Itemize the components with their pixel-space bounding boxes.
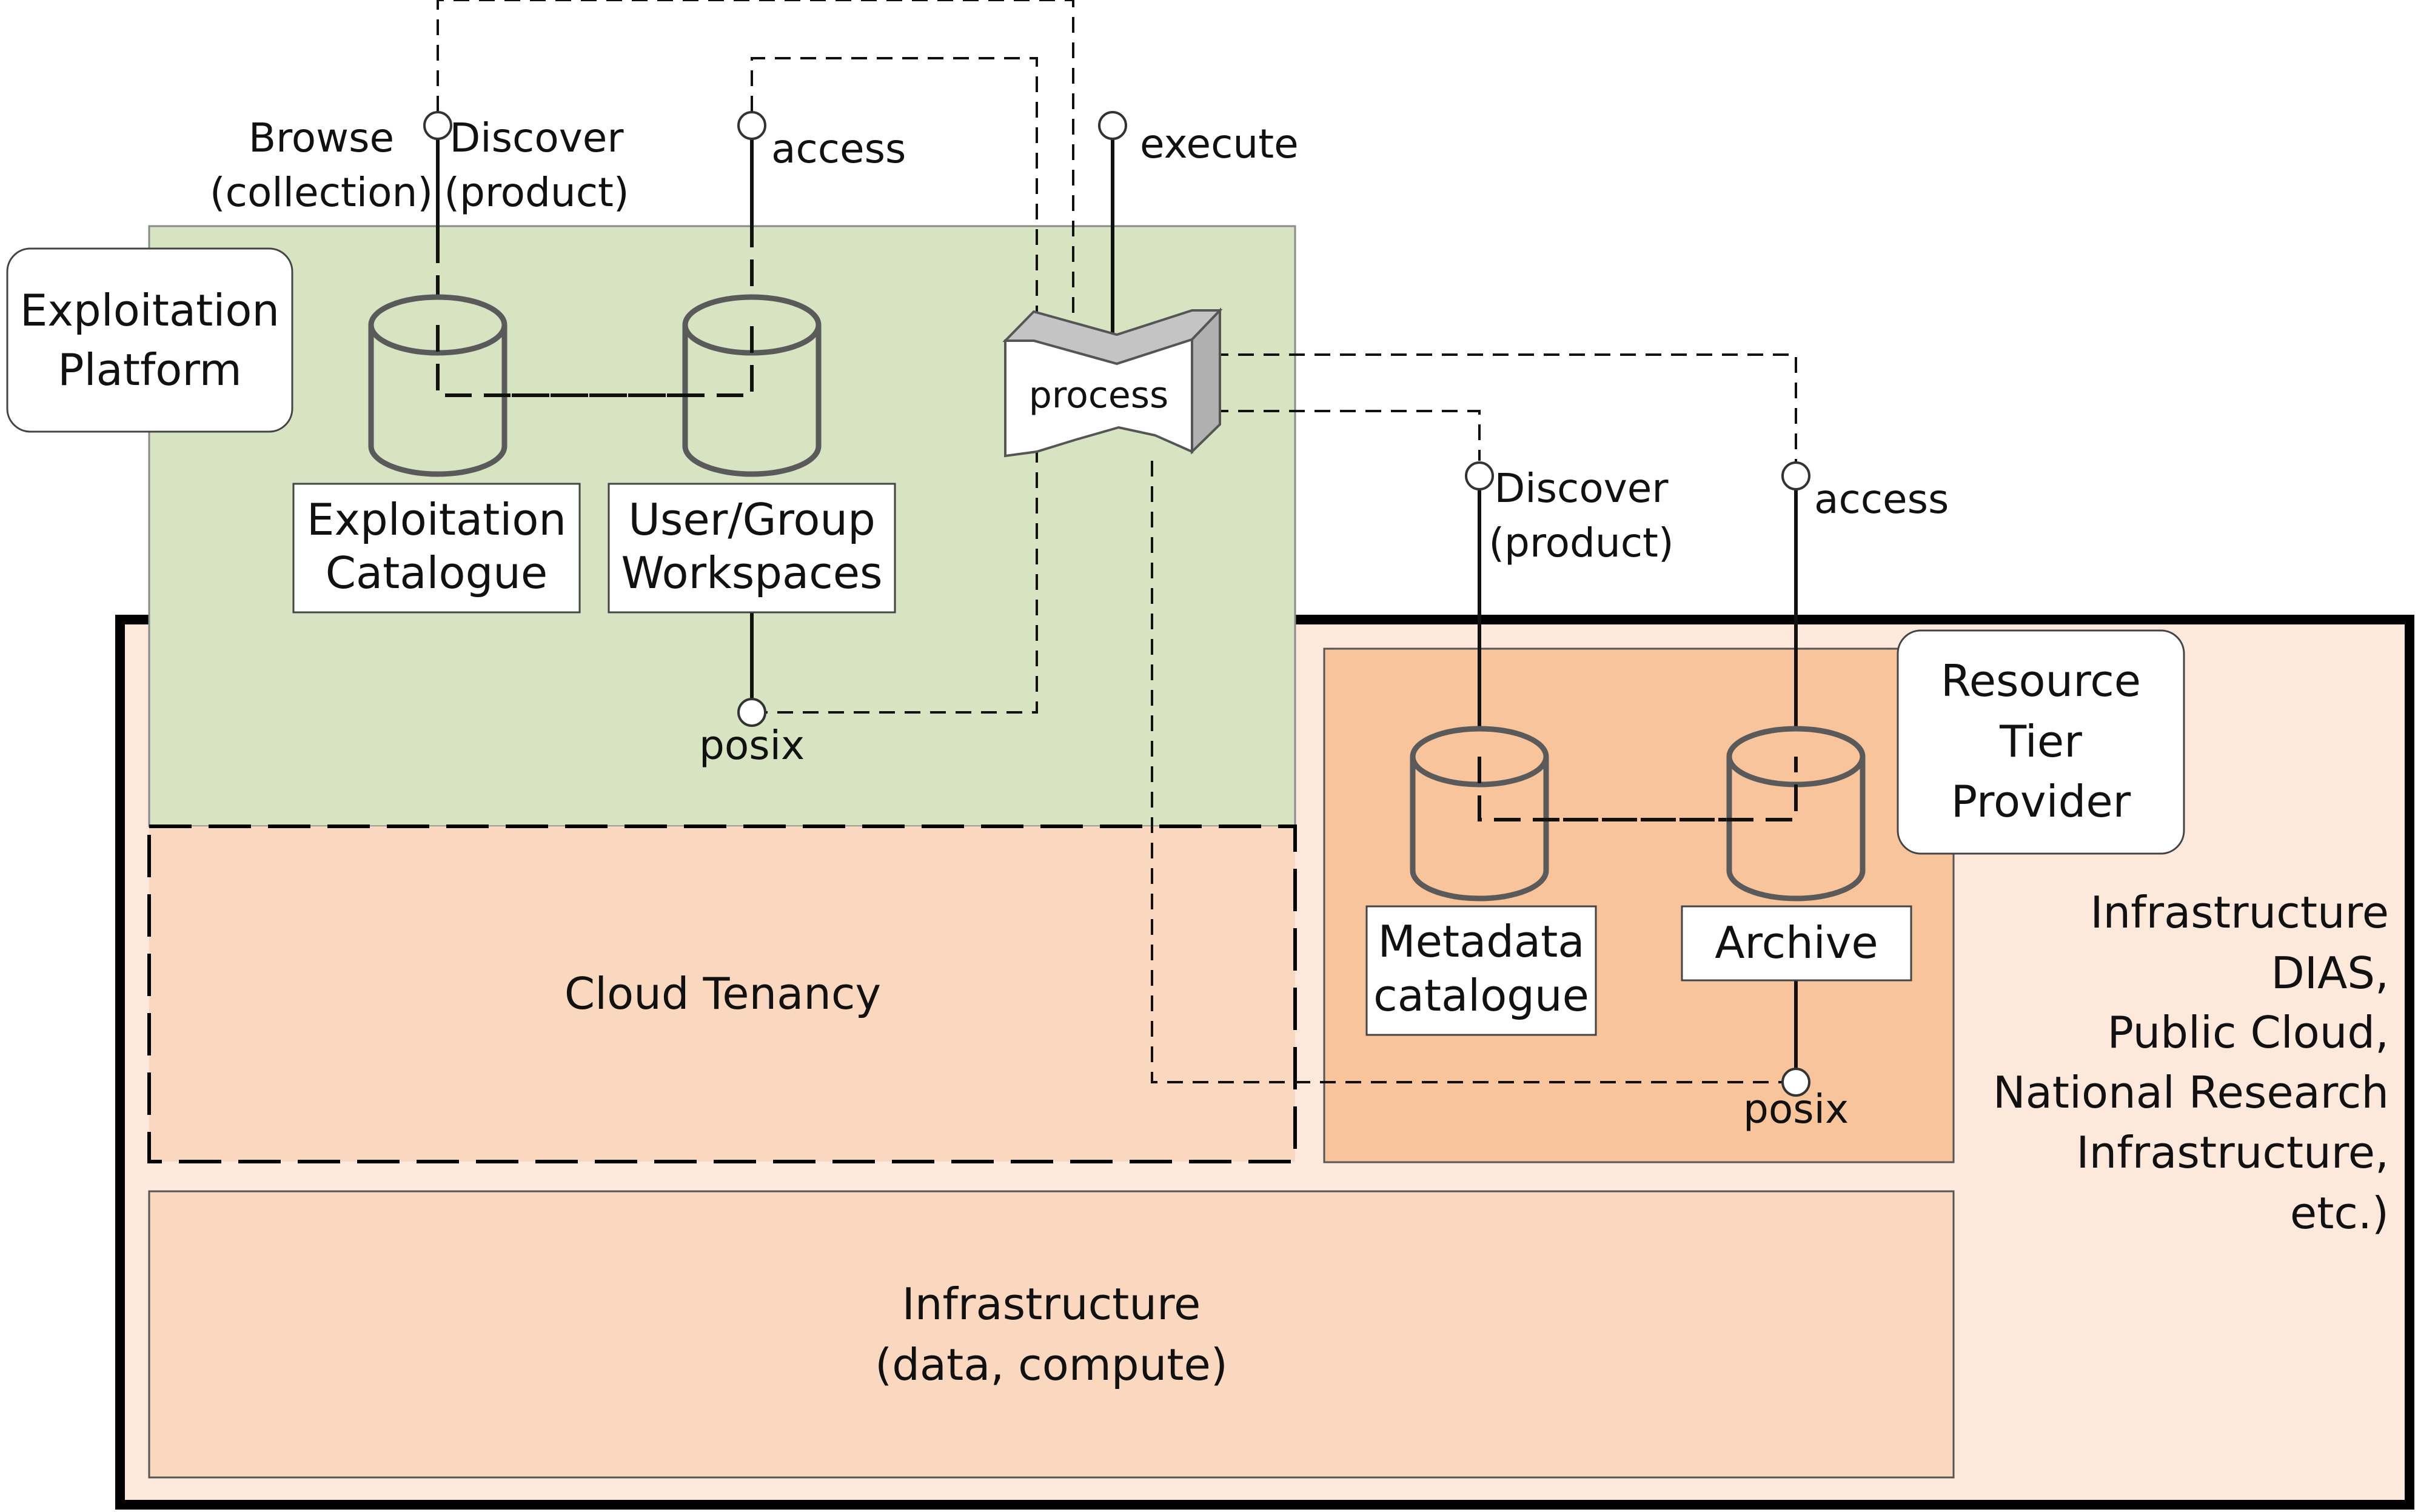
metadata-catalogue-line1: Metadata [1378, 916, 1585, 967]
cloud-tenancy-label: Cloud Tenancy [564, 968, 881, 1019]
note-line-5: Infrastructure, [2076, 1127, 2389, 1178]
workspace-posix-interface-icon [737, 698, 766, 727]
process-component: process [1002, 307, 1223, 458]
access-label: access [771, 125, 906, 172]
workspace-posix-to-process-line [752, 452, 1038, 714]
browse-label-line1: Browse [249, 115, 394, 161]
user-workspaces-line2: Workspaces [621, 547, 882, 598]
exploitation-platform-line2: Platform [58, 344, 242, 395]
access-interface-icon [737, 111, 766, 140]
exploitation-platform-line1: Exploitation [20, 285, 280, 336]
internal-dashed-links-overlay [436, 325, 1798, 821]
rt-discover-interface-icon [1465, 461, 1494, 490]
exploitation-catalogue-box [292, 483, 581, 614]
rt-access-interface-icon [1781, 461, 1810, 490]
execute-label: execute [1140, 121, 1299, 167]
infrastructure-label-line1: Infrastructure [902, 1279, 1201, 1330]
resource-tier-provider-line3: Provider [1951, 776, 2131, 827]
workspace-posix-label: posix [699, 722, 805, 769]
discover-label-line2: (product) [444, 169, 629, 216]
note-line-3: Public Cloud, [2107, 1007, 2389, 1058]
interface-circles [423, 111, 1810, 1097]
process-to-rt-access-line [1213, 353, 1797, 464]
discover-label-line1: Discover [449, 115, 624, 161]
process-to-archive-posix-line [1151, 461, 1796, 1083]
process-label: process [1029, 374, 1169, 416]
workspace-db-icon [682, 294, 822, 477]
execute-interface-icon [1098, 111, 1127, 140]
archive-posix-label: posix [1743, 1086, 1849, 1132]
infrastructure-provider-note: Infrastructure DIAS, Public Cloud, Natio… [1993, 887, 2389, 1239]
browse-label-line2: (collection) [210, 169, 433, 216]
note-line-4: National Research [1993, 1067, 2389, 1118]
resource-tier-provider-label-box [1897, 629, 2185, 855]
dashed-connectors [437, 0, 1797, 1083]
archive-label: Archive [1715, 917, 1878, 968]
archive-box [1681, 905, 1912, 982]
browse-discover-interface-icon [423, 111, 452, 140]
exploitation-platform-label-box [6, 247, 293, 433]
rt-discover-label-line1: Discover [1494, 465, 1669, 512]
exploitation-catalogue-line1: Exploitation [307, 494, 566, 545]
note-line-2: DIAS, [2271, 948, 2389, 999]
access-to-process-line [751, 57, 1038, 315]
user-workspaces-box [608, 483, 896, 614]
discover-to-process-line [437, 0, 1074, 318]
resource-tier-provider-line2: Tier [1999, 716, 2082, 767]
exploitation-catalogue-line2: Catalogue [326, 547, 548, 598]
user-workspaces-line1: User/Group [628, 494, 876, 545]
cloud-tenancy-box [147, 825, 1297, 1163]
metadata-catalogue-line2: catalogue [1373, 970, 1589, 1021]
process-to-rt-discover-line [1213, 410, 1481, 461]
note-line-1: Infrastructure [2090, 887, 2389, 938]
rt-discover-label-line2: (product) [1489, 520, 1673, 566]
infrastructure-label-line2: (data, compute) [875, 1339, 1228, 1390]
metadata-archive-link-overlay [1478, 757, 1798, 821]
archive-db-icon [1726, 726, 1866, 902]
rt-access-label: access [1814, 476, 1949, 523]
archive-posix-interface-icon [1781, 1068, 1810, 1097]
solid-connectors [436, 139, 1798, 1068]
infrastructure-box [148, 1190, 1955, 1479]
note-line-6: etc.) [2290, 1188, 2389, 1239]
resource-tier-provider-line1: Resource [1941, 655, 2141, 706]
metadata-catalogue-box [1365, 905, 1597, 1036]
